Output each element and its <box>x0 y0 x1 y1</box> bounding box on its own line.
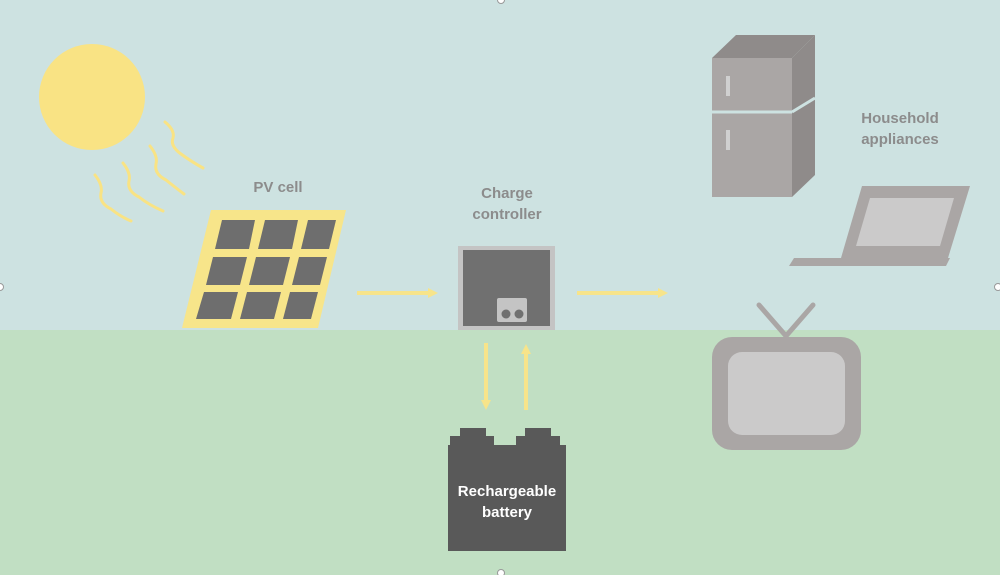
selection-handle-bottom[interactable] <box>497 569 505 575</box>
rechargeable-battery-label-line-2: battery <box>481 504 533 521</box>
pv-cell-label-line: PV cell <box>253 179 303 196</box>
television-icon <box>712 302 861 450</box>
battery-icon <box>448 428 566 551</box>
rechargeable-battery-label: Rechargeable battery <box>448 481 566 523</box>
laptop-icon <box>789 186 970 266</box>
solar-panel-icon <box>182 210 346 328</box>
rechargeable-battery-label-line-1: Rechargeable <box>457 483 557 500</box>
charge-controller-label: Charge controller <box>447 183 567 225</box>
charge-controller-label-line-2: controller <box>472 206 542 223</box>
selection-handle-right[interactable] <box>994 283 1000 291</box>
pv-cell-label: PV cell <box>218 177 338 198</box>
charge-controller-icon <box>458 246 555 330</box>
charge-controller-label-line-1: Charge <box>481 185 533 202</box>
household-appliances-label-line-1: Household <box>861 110 939 127</box>
household-appliances-label: Household appliances <box>830 108 970 150</box>
refrigerator-icon <box>712 35 816 197</box>
sun-icon <box>39 44 205 223</box>
household-appliances-label-line-2: appliances <box>861 131 939 148</box>
